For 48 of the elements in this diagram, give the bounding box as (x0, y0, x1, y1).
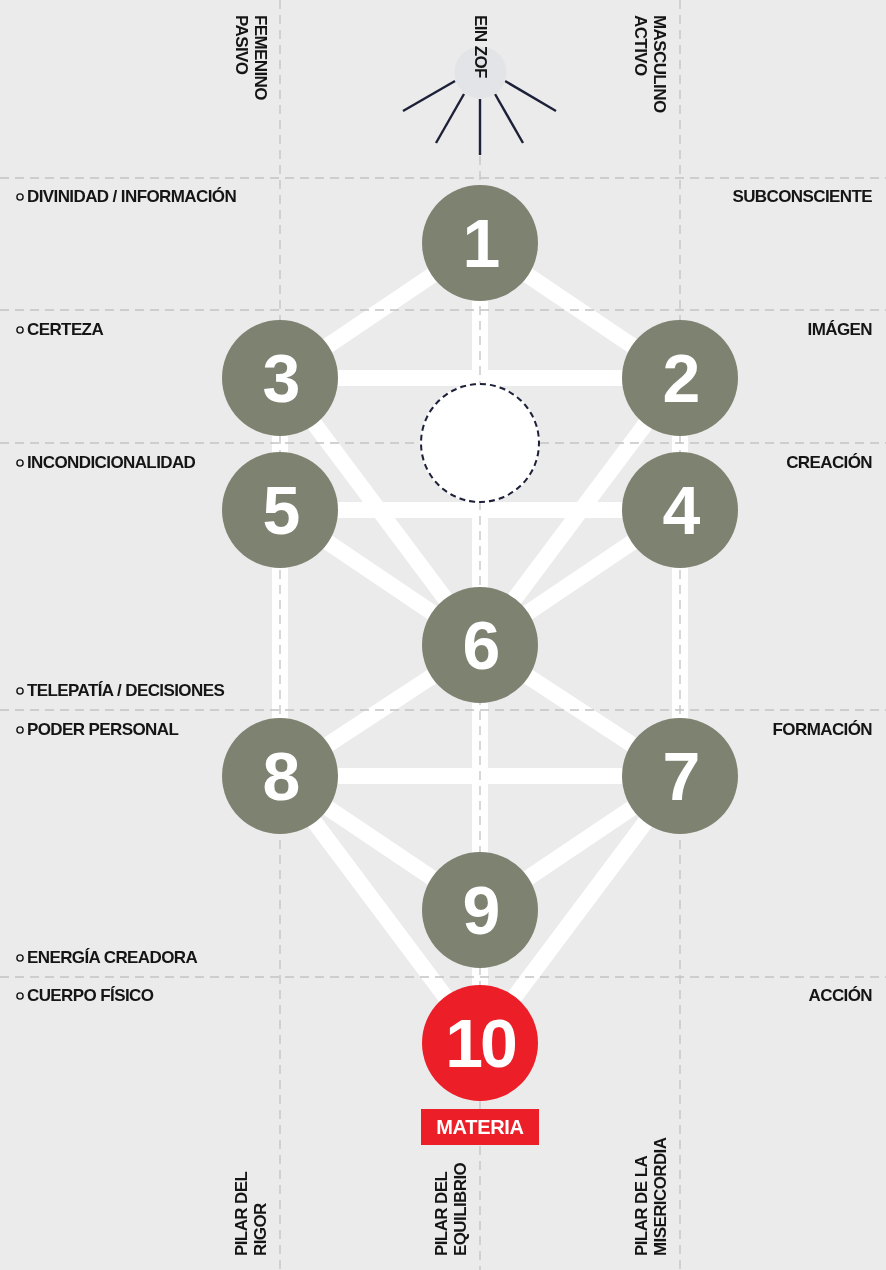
side-label: CUERPO FÍSICO (27, 986, 154, 1005)
path-line (272, 567, 288, 719)
vertical-label: MASCULINO ACTIVO (631, 15, 669, 114)
side-label: TELEPATÍA / DECISIONES (27, 681, 225, 700)
numbered-circle: 7 (622, 718, 738, 834)
path-line (522, 535, 638, 620)
path-line (307, 816, 453, 1003)
path-line (337, 768, 623, 784)
path-line (522, 268, 638, 353)
numbered-circle: 9 (422, 852, 538, 968)
vertical-label: FEMENINO PASIVO (232, 15, 270, 101)
side-label: FORMACIÓN (772, 720, 872, 739)
path-line (322, 268, 438, 353)
path-line (337, 370, 623, 386)
vertical-label: PILAR DEL EQUILIBRIO (432, 1161, 470, 1256)
side-label: SUBCONSCIENTE (732, 187, 872, 206)
path-line (472, 967, 488, 986)
path-line (472, 702, 488, 853)
numbered-circle: 5 (222, 452, 338, 568)
path-line (323, 669, 437, 752)
label-tag: MATERIA (421, 1109, 539, 1145)
numbered-circle: 4 (622, 452, 738, 568)
path-line (337, 502, 623, 518)
side-label: DIVINIDAD / INFORMACIÓN (27, 187, 237, 206)
path-line (322, 535, 438, 620)
numbered-circle: 10 (422, 985, 538, 1101)
numbered-circle: 3 (222, 320, 338, 436)
side-label: PODER PERSONAL (27, 720, 179, 739)
path-line (507, 816, 653, 1003)
path-line (307, 418, 453, 605)
path-line (507, 418, 653, 605)
side-label: CREACIÓN (786, 453, 872, 472)
side-label: ENERGÍA CREADORA (27, 948, 198, 967)
vertical-label: PILAR DE LA MISERICORDIA (632, 1136, 670, 1256)
numbered-circle: 6 (422, 587, 538, 703)
side-label: INCONDICIONALIDAD (27, 453, 196, 472)
side-label: ACCIÓN (808, 986, 872, 1005)
node-label: EIN ZOF (470, 15, 490, 78)
path-line (523, 669, 637, 752)
vertical-label: PILAR DEL RIGOR (232, 1170, 270, 1256)
numbered-circle: 1 (422, 185, 538, 301)
side-label: IMÁGEN (807, 320, 872, 339)
numbered-circle: 8 (222, 718, 338, 834)
path-line (322, 801, 438, 885)
path-line (522, 801, 638, 885)
side-label: CERTEZA (27, 320, 104, 339)
numbered-circle: 2 (622, 320, 738, 436)
path-line (672, 567, 688, 719)
